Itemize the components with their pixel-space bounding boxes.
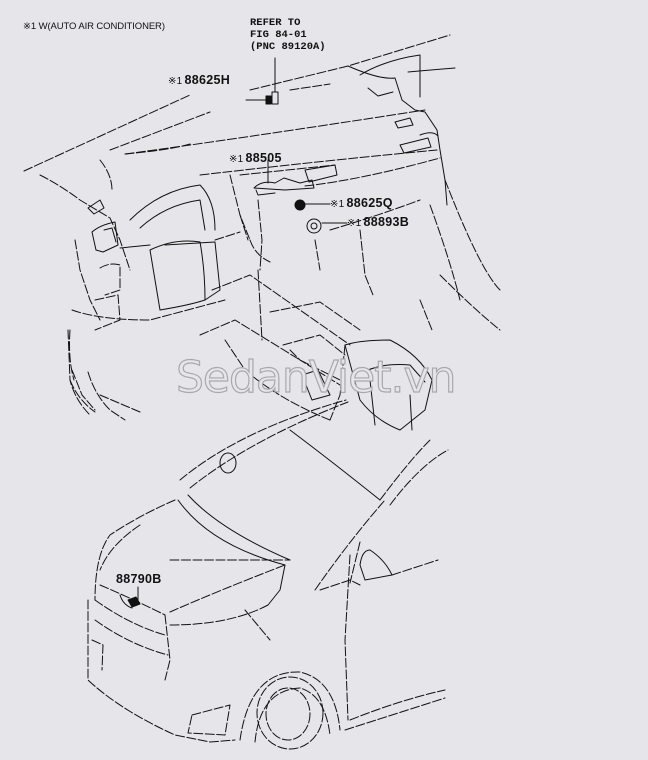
- watermark: SedanViet.vn: [175, 351, 457, 403]
- part-number: 88893B: [363, 215, 410, 229]
- reference-note: REFER TO FIG 84-01 (PNC 89120A): [250, 17, 326, 53]
- callout-marker: ※1: [168, 76, 183, 87]
- callout-88790b[interactable]: 88790B: [116, 572, 162, 586]
- part-number: 88505: [245, 151, 282, 165]
- reference-line-2: FIG 84-01: [250, 29, 307, 41]
- callout-marker: ※1: [347, 218, 362, 229]
- callout-marker: ※1: [330, 199, 345, 210]
- reference-line-3: (PNC 89120A): [250, 41, 326, 53]
- vehicle-exterior-drawing: [87, 399, 449, 750]
- part-number: 88625Q: [346, 196, 393, 210]
- dashboard-drawing: [23, 34, 501, 431]
- reference-line-1: REFER TO: [250, 17, 301, 29]
- footnote-auto-air-conditioner: ※1 W(AUTO AIR CONDITIONER): [23, 21, 165, 32]
- callout-leaders: [119, 57, 348, 609]
- part-number: 88625H: [184, 73, 231, 87]
- callout-marker: ※1: [229, 154, 244, 165]
- part-number: 88790B: [116, 572, 162, 586]
